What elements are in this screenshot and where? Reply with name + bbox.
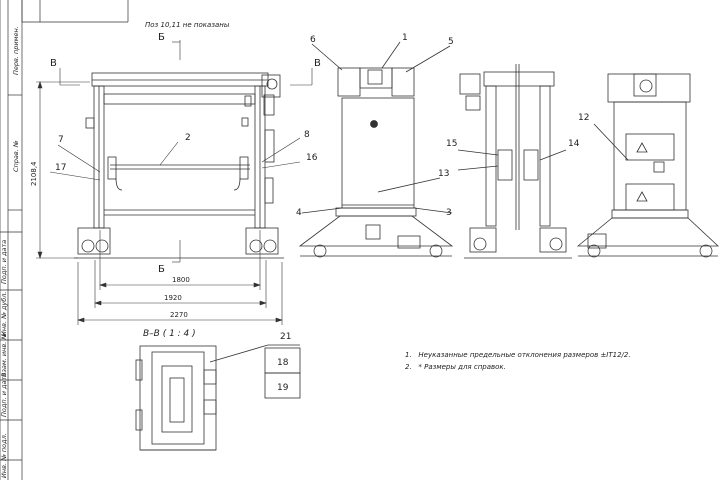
- header-note: Поз 10,11 не показаны: [145, 21, 230, 29]
- sidebar-label-perv: Перв. примен.: [12, 26, 20, 75]
- front-dimensions: [36, 40, 313, 325]
- note-2-text: * Размеры для справок.: [418, 363, 506, 371]
- note-2: 2. * Размеры для справок.: [405, 363, 506, 371]
- margin-strip: [0, 0, 129, 480]
- callout-15: 15: [446, 139, 457, 149]
- side-view-center: [298, 41, 454, 258]
- callout-8: 8: [304, 130, 310, 140]
- note-1: 1. Неуказанные предельные отклонения раз…: [405, 351, 631, 359]
- note-1-number: 1.: [405, 351, 412, 359]
- detail-title: В–В ( 1 : 4 ): [143, 329, 196, 339]
- detail-view: [135, 344, 301, 451]
- callout-4: 4: [296, 208, 302, 218]
- sidebar-label-inv-podl: Инв. № подл.: [0, 433, 8, 478]
- front-view: [74, 72, 284, 259]
- callout-18: 18: [277, 358, 289, 368]
- side-view-right: [457, 64, 572, 259]
- dimension-1800: 1800: [172, 276, 190, 284]
- section-label-b-bottom: Б: [158, 264, 165, 275]
- callout-1: 1: [402, 33, 408, 43]
- sidebar-label-podp1: Подп. и дата: [0, 240, 8, 284]
- callout-2: 2: [185, 133, 191, 143]
- callout-12: 12: [578, 113, 589, 123]
- sidebar-label-podp2: Подп. и дата: [0, 373, 8, 417]
- note-2-number: 2.: [405, 363, 412, 371]
- sidebar-label-vzam: Взам. инв. №: [0, 333, 8, 377]
- side-view-rear: [576, 73, 720, 258]
- section-label-v-right: В: [314, 58, 321, 69]
- callout-3: 3: [446, 208, 452, 218]
- callout-14: 14: [568, 139, 580, 149]
- callout-6: 6: [310, 35, 316, 45]
- dimension-1920: 1920: [164, 294, 182, 302]
- sidebar-label-inv-dubl: Инв. № дубл.: [0, 292, 8, 336]
- callout-5: 5: [448, 37, 454, 47]
- callout-7: 7: [58, 135, 64, 145]
- section-label-b-top: Б: [158, 32, 165, 43]
- callout-21: 21: [280, 332, 291, 342]
- callout-16: 16: [306, 153, 318, 163]
- callout-17: 17: [55, 163, 66, 173]
- note-1-text: Неуказанные предельные отклонения размер…: [418, 351, 631, 359]
- callout-19: 19: [277, 383, 289, 393]
- dimension-height: 2108,4: [30, 161, 38, 186]
- dimension-2270: 2270: [170, 311, 188, 319]
- section-label-v-left: В: [50, 58, 57, 69]
- callout-13: 13: [438, 169, 449, 179]
- sidebar-label-sprav: Справ. №: [12, 140, 20, 172]
